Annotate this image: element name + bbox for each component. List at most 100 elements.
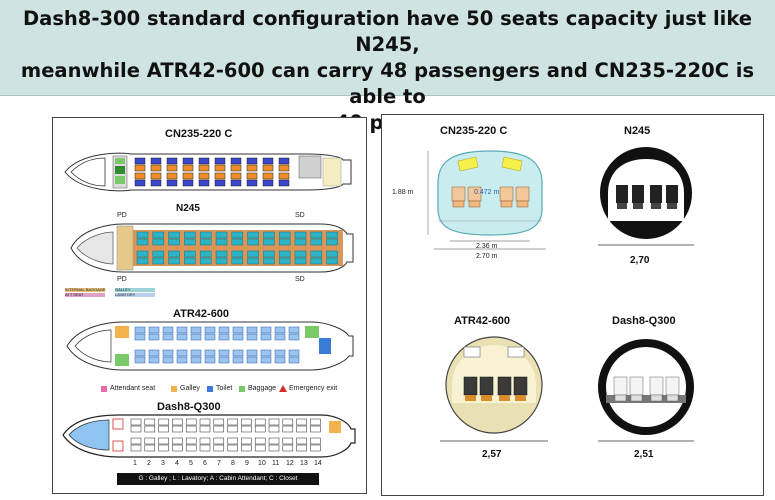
n245-pd-mark-2: PD [117,276,127,283]
seat [310,425,321,433]
seat [190,356,202,364]
headline-line-1: Dash8-300 standard configuration have 50… [22,7,753,56]
seat [310,238,323,246]
seat [326,231,338,239]
seat [278,231,291,239]
seat [144,444,156,452]
seat [158,425,169,433]
seat [162,356,174,364]
row-number: 6 [203,460,207,467]
seat [513,376,528,396]
seat [176,356,188,364]
seat [246,172,258,180]
seat [185,444,197,452]
seat [172,425,183,433]
seat [204,326,216,334]
seat [616,185,628,203]
seat [241,437,252,445]
toilet-swatch [207,386,213,392]
seat [232,333,244,341]
legend-galley: Galley [180,385,200,392]
seat [499,395,510,401]
seat [617,203,627,209]
seat [150,164,162,172]
seat [246,179,258,187]
dash8-width-label: 2,51 [634,449,654,460]
seat [198,179,210,187]
seat [326,257,338,265]
seat [166,172,178,180]
seat [262,157,274,165]
seat [134,326,146,334]
seat [296,437,307,445]
seat [246,157,258,165]
seat [130,418,142,426]
seat [666,394,679,402]
seat [650,185,662,203]
n245-title: N245 [176,203,200,214]
seat [310,444,321,452]
atr-width-label: 2,57 [482,449,502,460]
seat [214,179,226,187]
seat [310,250,323,258]
seat [479,376,494,396]
seat [185,418,197,426]
seat [241,425,252,433]
dash8-cross-section [598,339,694,442]
seat [172,437,183,445]
dash8-section-title: Dash8-Q300 [612,315,676,327]
seat [516,200,529,208]
seat [310,418,321,426]
legend-attendant: Attendant seat [110,385,156,392]
seat [204,356,216,364]
seat [263,238,275,246]
seat [152,238,165,246]
seat [158,444,169,452]
seat [218,349,230,357]
row-number: 12 [286,460,294,467]
seat [263,231,275,239]
seat [278,157,290,165]
seat [254,437,266,445]
seat [497,376,512,396]
seat [651,203,661,209]
seat [184,231,196,239]
seat [218,333,230,341]
seat [162,326,174,334]
seat-map-legend: Attendant seat Galley Toilet Baggage Eme… [101,384,361,396]
attendant-swatch [101,386,107,392]
galley-swatch [171,386,177,392]
seat [182,164,194,172]
seat [278,172,290,180]
seat [278,238,291,246]
seat [288,326,300,334]
seat [246,326,258,334]
seat [296,425,307,433]
seat [260,349,272,357]
row-number: 7 [217,460,221,467]
row-number: 14 [314,460,322,467]
seat [230,157,242,165]
seat [260,356,272,364]
seat [247,257,259,265]
seat [162,333,174,341]
seat [278,257,291,265]
n245-section-title: N245 [624,125,651,137]
seat [148,333,160,341]
seat [296,444,307,452]
seat [134,356,146,364]
n245-seat-map [70,223,354,273]
seat [190,326,202,334]
seat [268,444,280,452]
seat [247,238,259,246]
seat [260,333,272,341]
seat [199,425,211,433]
n245-pd-mark: PD [117,212,127,219]
seat [254,444,266,452]
seat [168,231,180,239]
row-number: 5 [189,460,193,467]
seat [166,157,178,165]
seat [185,437,197,445]
seat [481,395,492,401]
seat [215,250,228,258]
